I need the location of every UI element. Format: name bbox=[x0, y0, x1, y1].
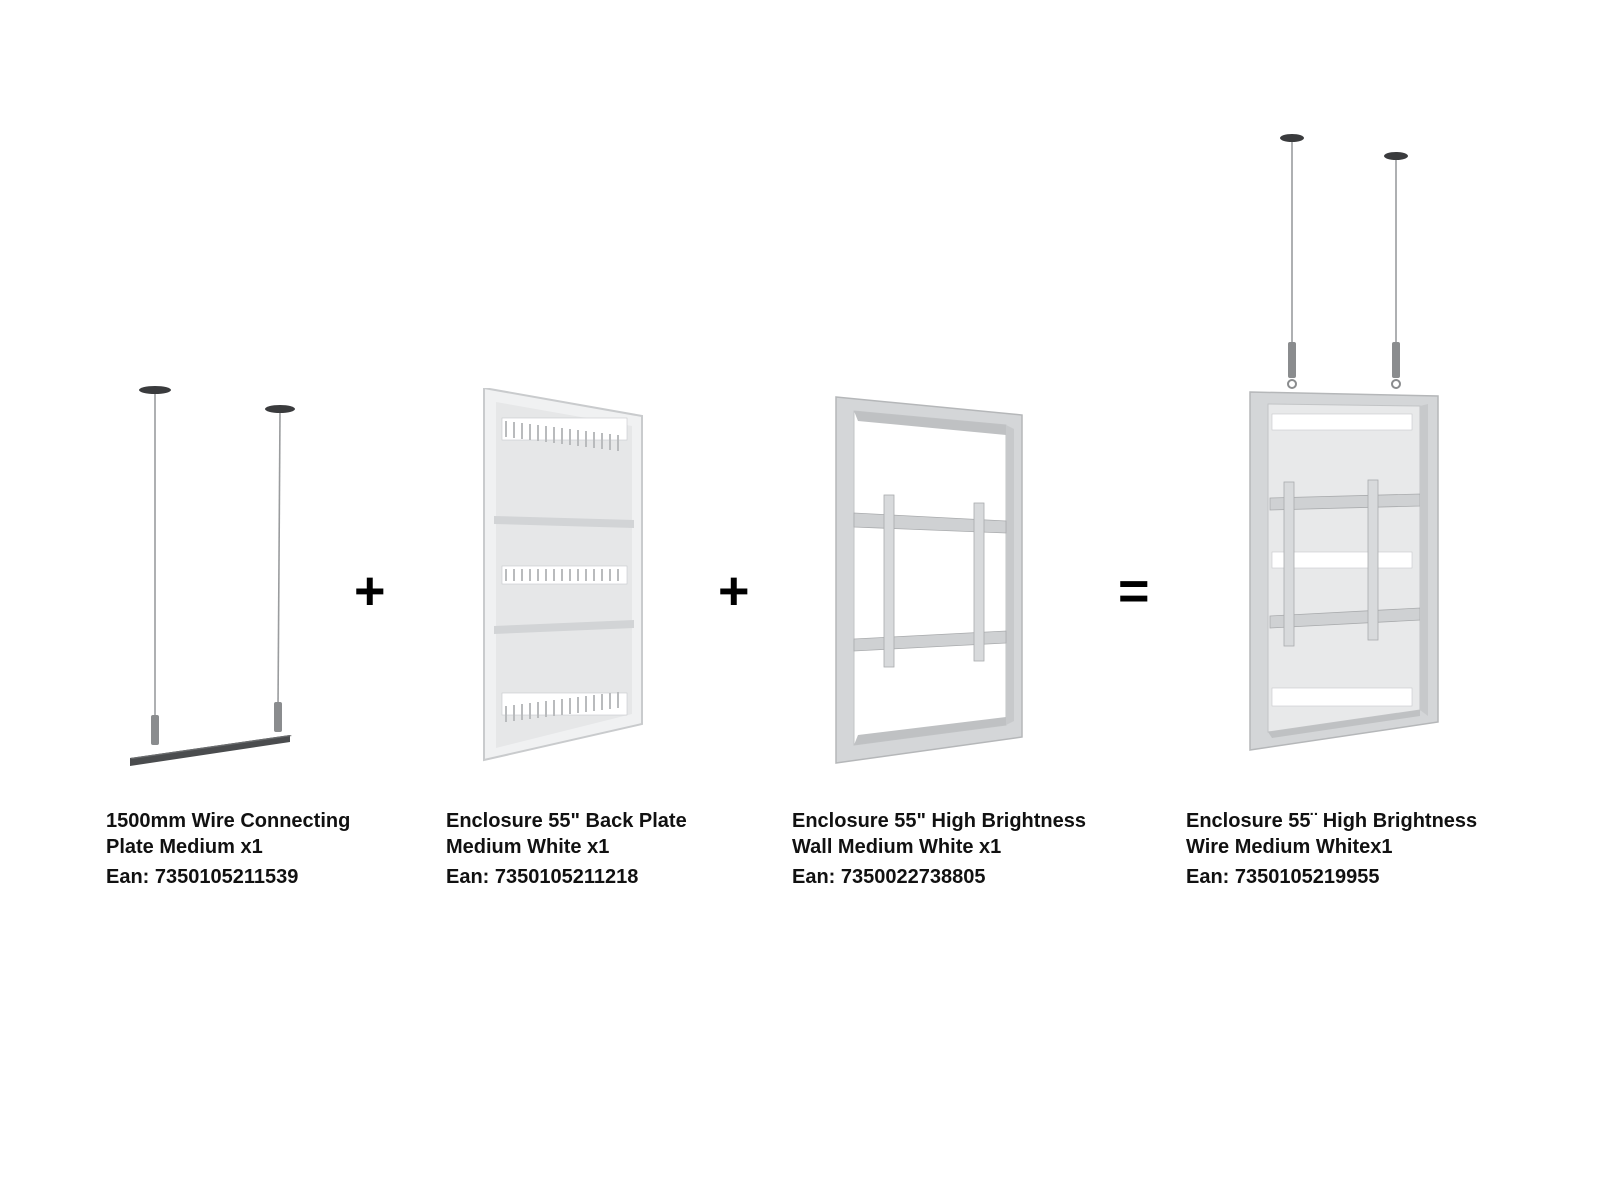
product-name-line: 1500mm Wire Connecting bbox=[106, 810, 351, 832]
product-caption: Enclosure 55¨ High Brightness Wire Mediu… bbox=[1186, 808, 1477, 890]
product-name-line: Enclosure 55" Back Plate bbox=[446, 810, 687, 832]
product-ean: Ean: 7350105219955 bbox=[1186, 866, 1380, 888]
wire-kit-image bbox=[130, 386, 295, 766]
product-caption: 1500mm Wire Connecting Plate Medium x1 E… bbox=[106, 808, 350, 890]
product-name-line: Plate Medium x1 bbox=[106, 836, 263, 858]
product-name-line: Wire Medium Whitex1 bbox=[1186, 836, 1393, 858]
product-ean: Ean: 7350022738805 bbox=[792, 866, 986, 888]
product-caption: Enclosure 55" Back Plate Medium White x1… bbox=[446, 808, 687, 890]
wall-enclosure-image bbox=[835, 396, 1023, 764]
equals-sign: = bbox=[1118, 561, 1150, 621]
product-name-line: Enclosure 55¨ High Brightness bbox=[1186, 810, 1478, 832]
back-plate-image bbox=[483, 388, 643, 762]
product-ean: Ean: 7350105211218 bbox=[446, 866, 639, 888]
product-caption: Enclosure 55" High Brightness Wall Mediu… bbox=[792, 808, 1086, 890]
plus-sign: + bbox=[718, 561, 750, 621]
wire-enclosure-image bbox=[1249, 134, 1439, 751]
product-name-line: Wall Medium White x1 bbox=[792, 836, 1002, 858]
product-ean: Ean: 7350105211539 bbox=[106, 866, 299, 888]
plus-sign: + bbox=[354, 561, 386, 621]
product-name-line: Medium White x1 bbox=[446, 836, 610, 858]
product-name-line: Enclosure 55" High Brightness bbox=[792, 810, 1086, 832]
